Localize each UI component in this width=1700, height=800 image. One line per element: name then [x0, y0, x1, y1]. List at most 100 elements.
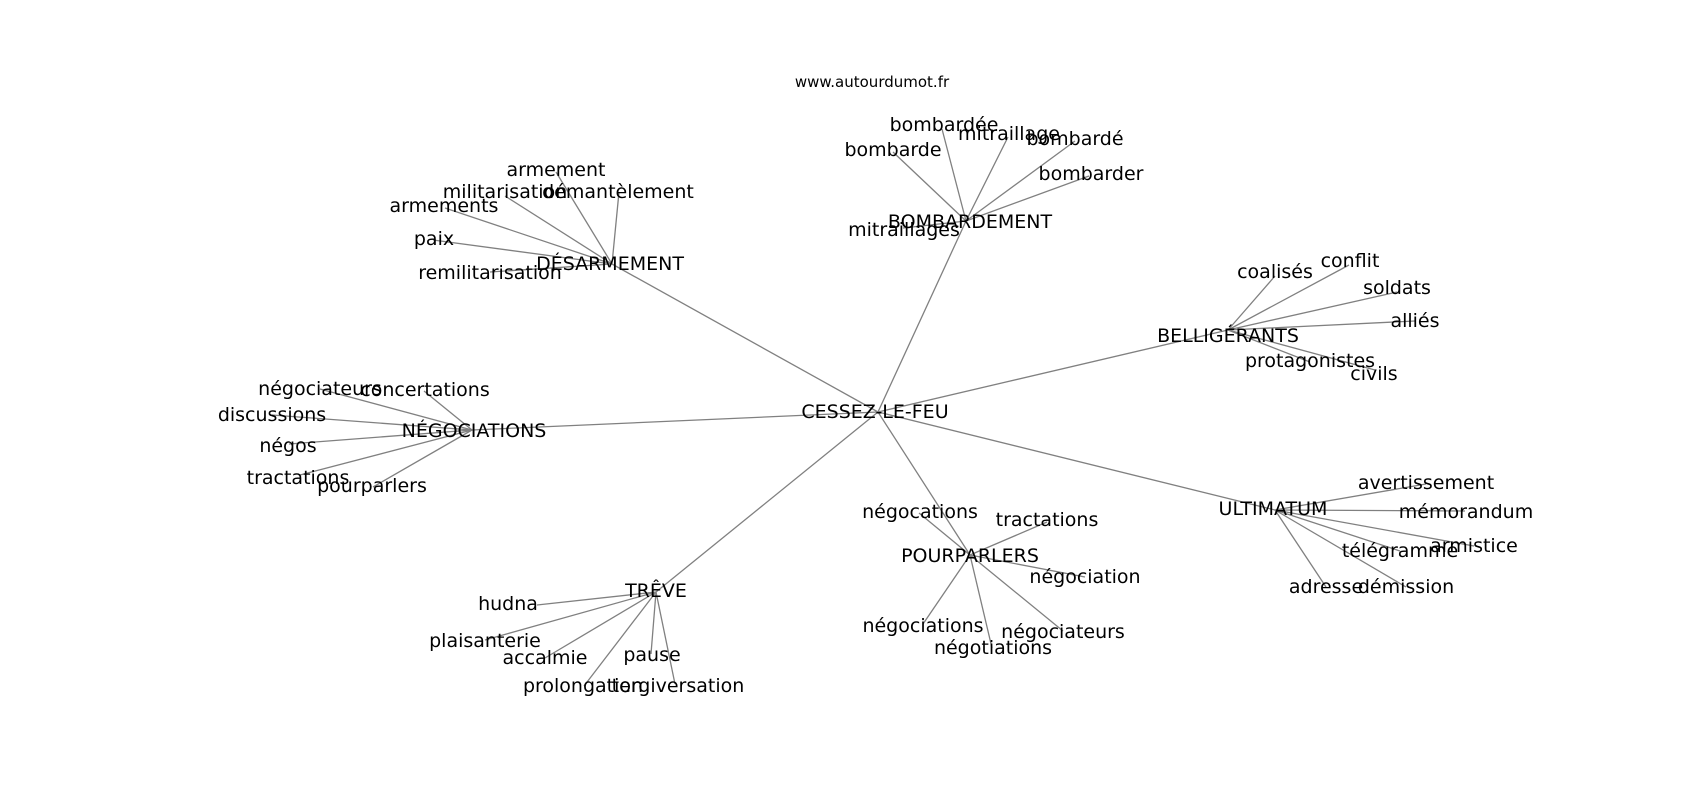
edge-belligerants-soldats	[1227, 291, 1398, 331]
leaf-node-tergiversation[interactable]: tergiversation	[612, 675, 745, 697]
edge-desarmement-paix	[432, 239, 613, 265]
leaf-node-concertations[interactable]: concertations	[360, 379, 489, 401]
edge-treve-prolongation	[583, 591, 657, 687]
leaf-node-negociations[interactable]: négociations	[862, 615, 983, 637]
edge-bombardement-bombardee	[941, 128, 967, 222]
hub-node-desarmement[interactable]: DÉSARMEMENT	[536, 252, 684, 275]
edge-bombardement-bombarde	[892, 151, 967, 222]
hub-node-pourparlers[interactable]: POURPARLERS	[901, 545, 1039, 567]
leaf-node-armistice[interactable]: armistice	[1430, 535, 1518, 557]
leaf-node-negos[interactable]: négos	[259, 435, 316, 457]
leaf-node-armements[interactable]: armements	[390, 195, 499, 217]
edge-belligerants-conflit	[1227, 264, 1350, 331]
edge-treve-hudna	[536, 591, 657, 606]
leaf-node-plaisanterie[interactable]: plaisanterie	[429, 630, 541, 652]
edge-negociations-tractations	[299, 429, 473, 476]
edge-negociations-negociateurs	[319, 388, 473, 431]
leaf-node-negociateurs[interactable]: négociateurs	[1001, 621, 1125, 643]
edge-desarmement-armement	[555, 171, 613, 265]
edge-center-belligerants	[877, 329, 1229, 413]
edge-pourparlers-negotiations	[969, 554, 993, 649]
edge-bombardement-bombarder	[965, 175, 1090, 222]
edge-pourparlers-negociation	[969, 554, 1086, 578]
edge-center-negociations	[471, 411, 879, 431]
hub-node-ultimatum[interactable]: ULTIMATUM	[1219, 498, 1328, 520]
leaf-node-protagonistes[interactable]: protagonistes	[1245, 350, 1375, 372]
leaf-node-civils[interactable]: civils	[1350, 363, 1397, 385]
leaf-node-discussions[interactable]: discussions	[218, 404, 326, 426]
leaf-node-telegramme[interactable]: télégramme	[1342, 540, 1458, 562]
edge-belligerants-protagonistes	[1227, 329, 1311, 363]
leaf-node-tractations[interactable]: tractations	[247, 467, 350, 489]
edge-center-bombardement	[877, 220, 967, 413]
leaf-node-memorandum[interactable]: mémorandum	[1399, 501, 1533, 523]
edge-negociations-concertations	[423, 390, 473, 431]
leaf-node-mitraillage[interactable]: mitraillage	[958, 123, 1060, 145]
leaf-node-conflit[interactable]: conflit	[1321, 250, 1380, 272]
leaf-node-demantelement[interactable]: démantèlement	[542, 181, 694, 203]
graph-labels: www.autourdumot.fr CESSEZ-LE-FEU armemen…	[218, 73, 1533, 697]
leaf-node-bombardee[interactable]: bombardée	[890, 114, 999, 136]
edge-desarmement-demantelement	[611, 191, 620, 265]
edge-ultimatum-telegramme	[1274, 509, 1401, 552]
edge-pourparlers-negocations	[918, 512, 971, 556]
leaf-node-pause[interactable]: pause	[623, 644, 680, 666]
edge-ultimatum-memorandum	[1274, 509, 1466, 512]
leaf-node-militarisation[interactable]: militarisation	[443, 181, 567, 203]
leaf-node-allies[interactable]: alliés	[1390, 310, 1439, 332]
hub-node-negociations[interactable]: NÉGOCIATIONS	[402, 419, 547, 442]
edge-ultimatum-armistice	[1274, 509, 1475, 547]
edge-belligerants-civils	[1227, 329, 1376, 371]
leaf-node-bombarde[interactable]: bombarde	[844, 139, 941, 161]
leaf-node-bombarde[interactable]: bombardé	[1026, 128, 1123, 150]
edge-center-desarmement	[611, 263, 879, 413]
edge-pourparlers-negociateurs	[969, 554, 1064, 632]
leaf-node-coalises[interactable]: coalisés	[1237, 261, 1313, 283]
edge-desarmement-remilitarisation	[489, 263, 613, 273]
site-watermark: www.autourdumot.fr	[795, 73, 950, 91]
edge-treve-tergiversation	[655, 591, 676, 685]
edge-bombardement-bombarde	[965, 140, 1076, 222]
leaf-node-avertissement[interactable]: avertissement	[1358, 472, 1494, 494]
leaf-node-adresse[interactable]: adresse	[1289, 576, 1363, 598]
edge-treve-accalmie	[544, 591, 657, 659]
edge-desarmement-armements	[444, 207, 613, 265]
edge-negociations-negos	[288, 429, 473, 445]
center-node-label[interactable]: CESSEZ-LE-FEU	[801, 401, 948, 423]
edge-center-ultimatum	[877, 411, 1276, 511]
leaf-node-negociateurs[interactable]: négociateurs	[258, 378, 382, 400]
edge-center-treve	[655, 411, 879, 593]
edge-bombardement-mitraillage	[965, 136, 1009, 222]
leaf-node-tractations[interactable]: tractations	[996, 509, 1099, 531]
leaf-node-pourparlers[interactable]: pourparlers	[317, 475, 427, 497]
leaf-node-hudna[interactable]: hudna	[478, 593, 538, 615]
leaf-node-demission[interactable]: démission	[1358, 576, 1454, 598]
leaf-node-armement[interactable]: armement	[506, 159, 605, 181]
leaf-node-bombarder[interactable]: bombarder	[1039, 163, 1144, 185]
edge-pourparlers-tractations	[969, 521, 1048, 556]
edge-negociations-discussions	[271, 414, 473, 431]
hub-node-treve[interactable]: TRÊVE	[624, 579, 687, 602]
edge-negociations-pourparlers	[372, 429, 473, 488]
leaf-node-prolongation[interactable]: prolongation	[523, 675, 643, 697]
hub-node-belligerants[interactable]: BELLIGÉRANTS	[1157, 324, 1299, 347]
leaf-node-accalmie[interactable]: accalmie	[503, 647, 588, 669]
leaf-node-negocations[interactable]: négocations	[862, 501, 978, 523]
leaf-node-remilitarisation[interactable]: remilitarisation	[418, 262, 562, 284]
leaf-node-soldats[interactable]: soldats	[1363, 277, 1431, 299]
hub-node-bombardement[interactable]: BOMBARDEMENT	[888, 211, 1053, 233]
leaf-node-mitraillages[interactable]: mitraillages	[848, 219, 960, 241]
leaf-node-paix[interactable]: paix	[414, 228, 454, 250]
edge-ultimatum-adresse	[1274, 509, 1327, 588]
edge-ultimatum-avertissement	[1274, 483, 1427, 511]
edge-treve-plaisanterie	[484, 591, 657, 641]
edge-desarmement-militarisation	[504, 195, 613, 265]
edge-belligerants-allies	[1227, 320, 1416, 331]
edge-belligerants-coalises	[1227, 275, 1276, 331]
leaf-node-negociation[interactable]: négociation	[1029, 566, 1140, 588]
edge-ultimatum-demission	[1274, 509, 1407, 588]
edge-treve-pause	[650, 591, 657, 655]
edge-pourparlers-negociations	[922, 554, 971, 625]
leaf-node-negotiations[interactable]: négotiations	[934, 637, 1052, 659]
edge-center-pourparlers	[877, 411, 971, 556]
